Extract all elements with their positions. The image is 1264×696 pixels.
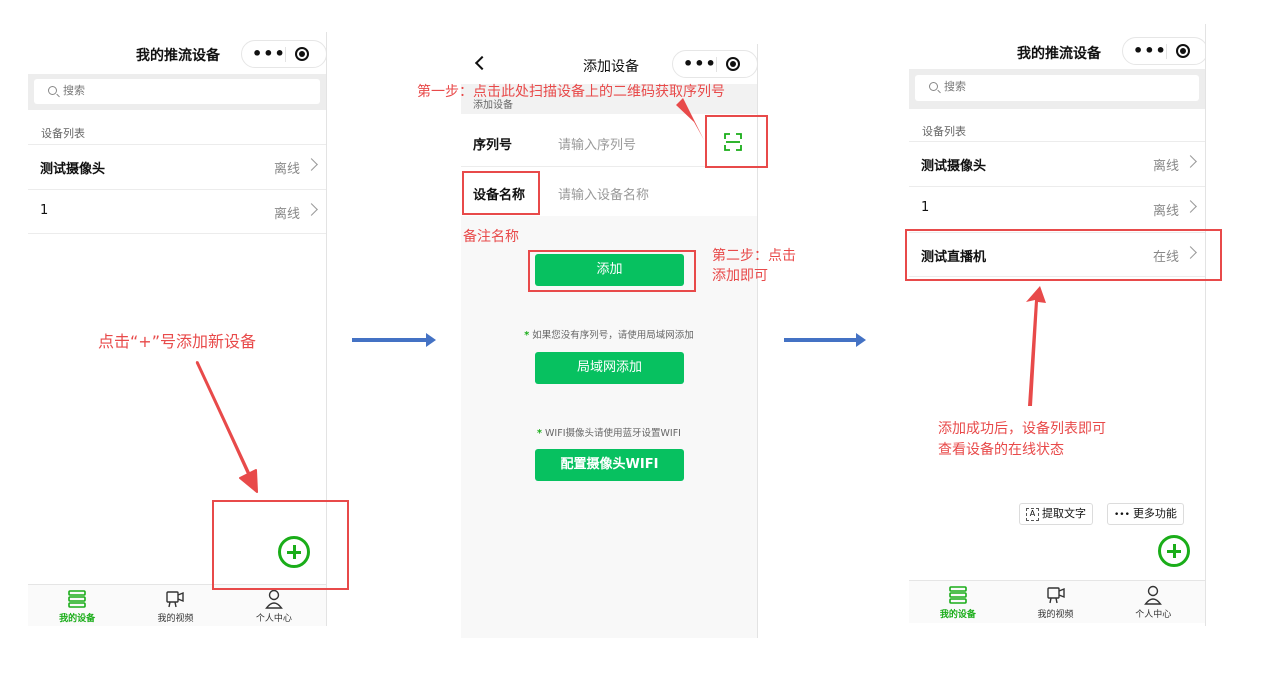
device-list-icon — [949, 585, 967, 605]
user-icon — [264, 589, 283, 609]
status-badge: 离线 — [273, 162, 300, 177]
miniprogram-capsule: ••• — [241, 40, 326, 68]
highlight-new-device-row — [905, 229, 1222, 281]
list-item[interactable]: 测试直播机 在线 — [909, 232, 1205, 277]
tab-bar: 我的设备 我的视频 个人中心 — [28, 584, 326, 626]
search-icon — [929, 82, 938, 91]
page-title: 我的推流设备 — [136, 48, 220, 64]
serial-input[interactable]: 请输入序列号 — [558, 138, 637, 153]
add-device-button[interactable] — [278, 536, 310, 568]
annotation-click-plus: 点击“+”号添加新设备 — [98, 332, 256, 351]
flow-arrow-1 — [352, 333, 436, 347]
chevron-right-icon — [1184, 155, 1197, 168]
screen-device-list-updated: 我的推流设备 ••• 搜索 设备列表 测试摄像头 离线 1 离线 测试直播机 在… — [909, 24, 1206, 626]
highlight-device-name — [462, 171, 540, 215]
wifi-hint: * WIFI摄像头请使用蓝牙设置WIFI — [537, 428, 681, 439]
chevron-right-icon — [1184, 200, 1197, 213]
search-bar: 搜索 — [28, 74, 326, 110]
close-target-icon[interactable] — [1176, 44, 1190, 58]
page-title: 我的推流设备 — [1017, 46, 1101, 62]
search-icon — [48, 86, 57, 95]
more-functions-button[interactable]: •••更多功能 — [1107, 503, 1184, 525]
serial-row: 序列号 请输入序列号 — [461, 117, 757, 167]
device-list-icon — [68, 589, 86, 609]
highlight-add-button — [212, 500, 349, 590]
list-item[interactable]: 测试摄像头 离线 — [909, 141, 1205, 186]
status-badge: 在线 — [1152, 250, 1179, 265]
miniprogram-capsule: ••• — [672, 50, 757, 78]
list-item[interactable]: 1 离线 — [28, 189, 326, 234]
tab-my-videos[interactable]: 我的视频 — [126, 585, 224, 624]
section-label: 设备列表 — [41, 127, 85, 140]
status-badge: 离线 — [1152, 204, 1179, 219]
lan-hint: * 如果您没有序列号，请使用局域网添加 — [524, 330, 694, 341]
back-chevron-icon[interactable] — [474, 55, 490, 71]
highlight-scan-icon — [705, 115, 768, 168]
search-input[interactable]: 搜索 — [34, 79, 320, 104]
chevron-right-icon — [305, 158, 318, 171]
highlight-add-button — [528, 250, 696, 292]
search-bar: 搜索 — [909, 69, 1205, 109]
status-badge: 离线 — [273, 207, 300, 222]
chevron-right-icon — [305, 203, 318, 216]
search-input[interactable]: 搜索 — [915, 75, 1199, 101]
screen-add-device: 添加设备 ••• 添加设备 序列号 请输入序列号 设备名称 请输入设备名称 添加… — [461, 44, 758, 638]
tab-my-devices[interactable]: 我的设备 — [28, 585, 126, 624]
tab-profile[interactable]: 个人中心 — [1104, 581, 1202, 620]
video-icon — [1046, 585, 1065, 605]
annotation-success: 添加成功后，设备列表即可 查看设备的在线状态 — [938, 421, 1106, 458]
scan-qr-icon[interactable] — [723, 132, 743, 152]
annotation-step1: 第一步：点击此处扫描设备上的二维码获取序列号 — [417, 84, 725, 100]
lan-add-button[interactable]: 局域网添加 — [535, 352, 684, 384]
miniprogram-capsule: ••• — [1122, 37, 1205, 65]
annotation-step2: 第二步：点击 添加即可 — [712, 248, 796, 284]
add-device-button[interactable] — [1158, 535, 1190, 567]
tab-my-devices[interactable]: 我的设备 — [909, 581, 1007, 620]
tab-my-videos[interactable]: 我的视频 — [1007, 581, 1105, 620]
page-title: 添加设备 — [583, 59, 639, 75]
more-dots-icon[interactable]: ••• — [252, 44, 286, 63]
device-name-input[interactable]: 请输入设备名称 — [558, 188, 650, 203]
tab-profile[interactable]: 个人中心 — [225, 585, 323, 624]
annotation-note-name: 备注名称 — [463, 229, 519, 245]
flow-arrow-2 — [784, 333, 866, 347]
section-label: 添加设备 — [473, 100, 513, 111]
list-item[interactable]: 1 离线 — [909, 186, 1205, 231]
name-row: 设备名称 请输入设备名称 — [461, 167, 757, 217]
add-button[interactable]: 添加 — [535, 254, 684, 286]
close-target-icon[interactable] — [295, 47, 309, 61]
tab-bar: 我的设备 我的视频 个人中心 — [909, 580, 1205, 623]
more-dots-icon: ••• — [1114, 510, 1130, 520]
close-target-icon[interactable] — [726, 57, 740, 71]
video-icon — [166, 589, 185, 609]
more-dots-icon[interactable]: ••• — [683, 54, 717, 73]
more-dots-icon[interactable]: ••• — [1133, 41, 1167, 60]
text-scan-icon: A — [1026, 507, 1039, 521]
list-item[interactable]: 测试摄像头 离线 — [28, 144, 326, 189]
configure-wifi-button[interactable]: 配置摄像头WIFI — [535, 449, 684, 481]
section-label: 设备列表 — [922, 125, 966, 138]
user-icon — [1144, 585, 1163, 605]
screen-device-list: 我的推流设备 ••• 搜索 设备列表 测试摄像头 离线 1 离线 我的设备 我 — [28, 32, 326, 626]
status-badge: 离线 — [1152, 159, 1179, 174]
